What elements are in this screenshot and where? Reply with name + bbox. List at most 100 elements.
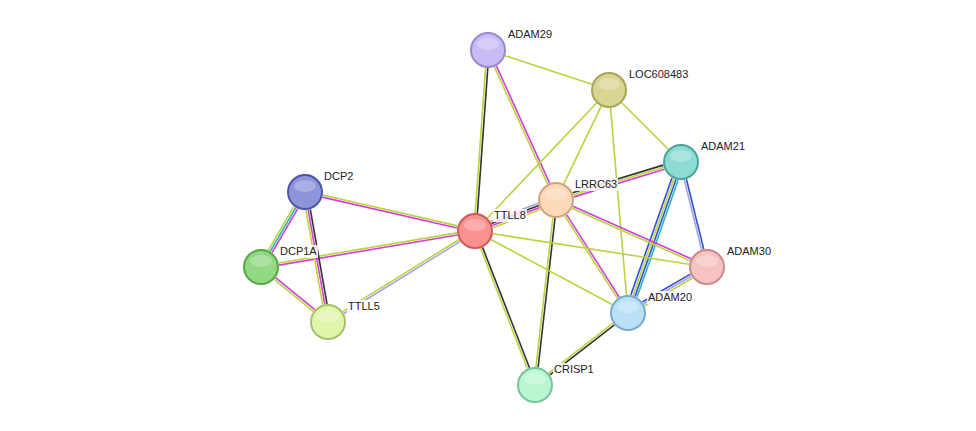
node-highlight [598, 78, 620, 90]
node-label: LOC608483 [628, 68, 689, 81]
interaction-edge [487, 103, 596, 218]
evidence-line [573, 165, 664, 193]
interaction-edge [475, 68, 488, 213]
evidence-line [481, 248, 528, 368]
node-fill [518, 368, 552, 402]
interaction-edge [505, 56, 592, 85]
node-label: TTLL5 [347, 300, 381, 313]
node-highlight [464, 219, 486, 231]
node-fill [690, 250, 724, 284]
interaction-edge [684, 179, 703, 250]
node-label: DCP2 [323, 170, 354, 183]
node-circle [610, 295, 646, 331]
protein-node: LOC608483 [591, 72, 627, 108]
protein-node: DCP2 [287, 174, 323, 210]
node-fill [288, 175, 322, 209]
evidence-line [686, 179, 703, 249]
node-highlight [294, 180, 316, 192]
node-fill [311, 305, 345, 339]
evidence-line [493, 210, 540, 228]
node-circle [470, 32, 506, 68]
evidence-line [574, 169, 665, 197]
interaction-edge [322, 195, 457, 228]
evidence-line [323, 195, 458, 226]
evidence-line [344, 241, 460, 313]
node-fill [458, 214, 492, 248]
evidence-line [633, 179, 674, 296]
evidence-line [475, 68, 485, 213]
node-label: ADAM29 [507, 28, 553, 41]
evidence-line [684, 180, 701, 250]
evidence-line [573, 167, 664, 195]
interaction-edge [274, 278, 315, 312]
evidence-line [268, 206, 294, 250]
node-fill [471, 33, 505, 67]
interaction-edge [494, 66, 549, 184]
node-circle [310, 304, 346, 340]
evidence-line [492, 207, 539, 225]
evidence-line [637, 180, 678, 297]
node-label: ADAM20 [647, 291, 693, 304]
evidence-line [487, 103, 596, 218]
evidence-line [279, 233, 457, 263]
evidence-line [491, 203, 538, 221]
node-label: LRRC63 [574, 178, 618, 191]
node-label: ADAM30 [726, 245, 772, 258]
node-circle [689, 249, 725, 285]
protein-node: ADAM29 [470, 32, 506, 68]
evidence-line [491, 205, 538, 223]
protein-node: ADAM20 [610, 295, 646, 331]
evidence-line [622, 103, 669, 150]
protein-node: ADAM30 [689, 249, 725, 285]
interaction-edge [565, 215, 620, 299]
interaction-edge [642, 274, 692, 306]
node-fill [539, 183, 573, 217]
evidence-line [565, 216, 618, 299]
evidence-line [322, 197, 457, 228]
node-circle [591, 72, 627, 108]
evidence-line [483, 247, 530, 367]
protein-node: TTLL5 [310, 304, 346, 340]
protein-node: CRISP1 [517, 367, 553, 403]
evidence-line [493, 234, 689, 264]
node-highlight [617, 301, 639, 313]
node-highlight [545, 188, 567, 200]
evidence-line [611, 108, 627, 295]
protein-node: TTLL8 [457, 213, 493, 249]
node-fill [244, 250, 278, 284]
protein-node: DCP1A [243, 249, 279, 285]
node-fill [611, 296, 645, 330]
node-highlight [477, 38, 499, 50]
node-label: DCP1A [279, 245, 318, 258]
interaction-edge [493, 234, 689, 264]
node-circle [663, 144, 699, 180]
node-highlight [524, 373, 546, 385]
node-highlight [670, 150, 692, 162]
evidence-line [274, 279, 313, 311]
node-label: ADAM21 [700, 140, 746, 153]
evidence-line [572, 208, 690, 260]
protein-node: LRRC63 [538, 182, 574, 218]
interaction-edge [573, 165, 665, 197]
interaction-edge [481, 247, 530, 368]
node-fill [664, 145, 698, 179]
evidence-line [496, 66, 549, 183]
evidence-line [276, 278, 315, 310]
node-circle [243, 249, 279, 285]
interaction-edge [622, 103, 669, 150]
evidence-line [477, 68, 487, 213]
node-circle [538, 182, 574, 218]
protein-node: ADAM21 [663, 144, 699, 180]
evidence-line [505, 56, 592, 85]
node-label: CRISP1 [553, 363, 595, 376]
interaction-edge [611, 108, 627, 295]
evidence-line [635, 179, 676, 296]
node-highlight [317, 310, 339, 322]
node-highlight [250, 255, 272, 267]
node-circle [517, 367, 553, 403]
node-fill [592, 73, 626, 107]
interaction-edge [343, 240, 461, 314]
node-highlight [696, 255, 718, 267]
evidence-line [645, 278, 693, 306]
